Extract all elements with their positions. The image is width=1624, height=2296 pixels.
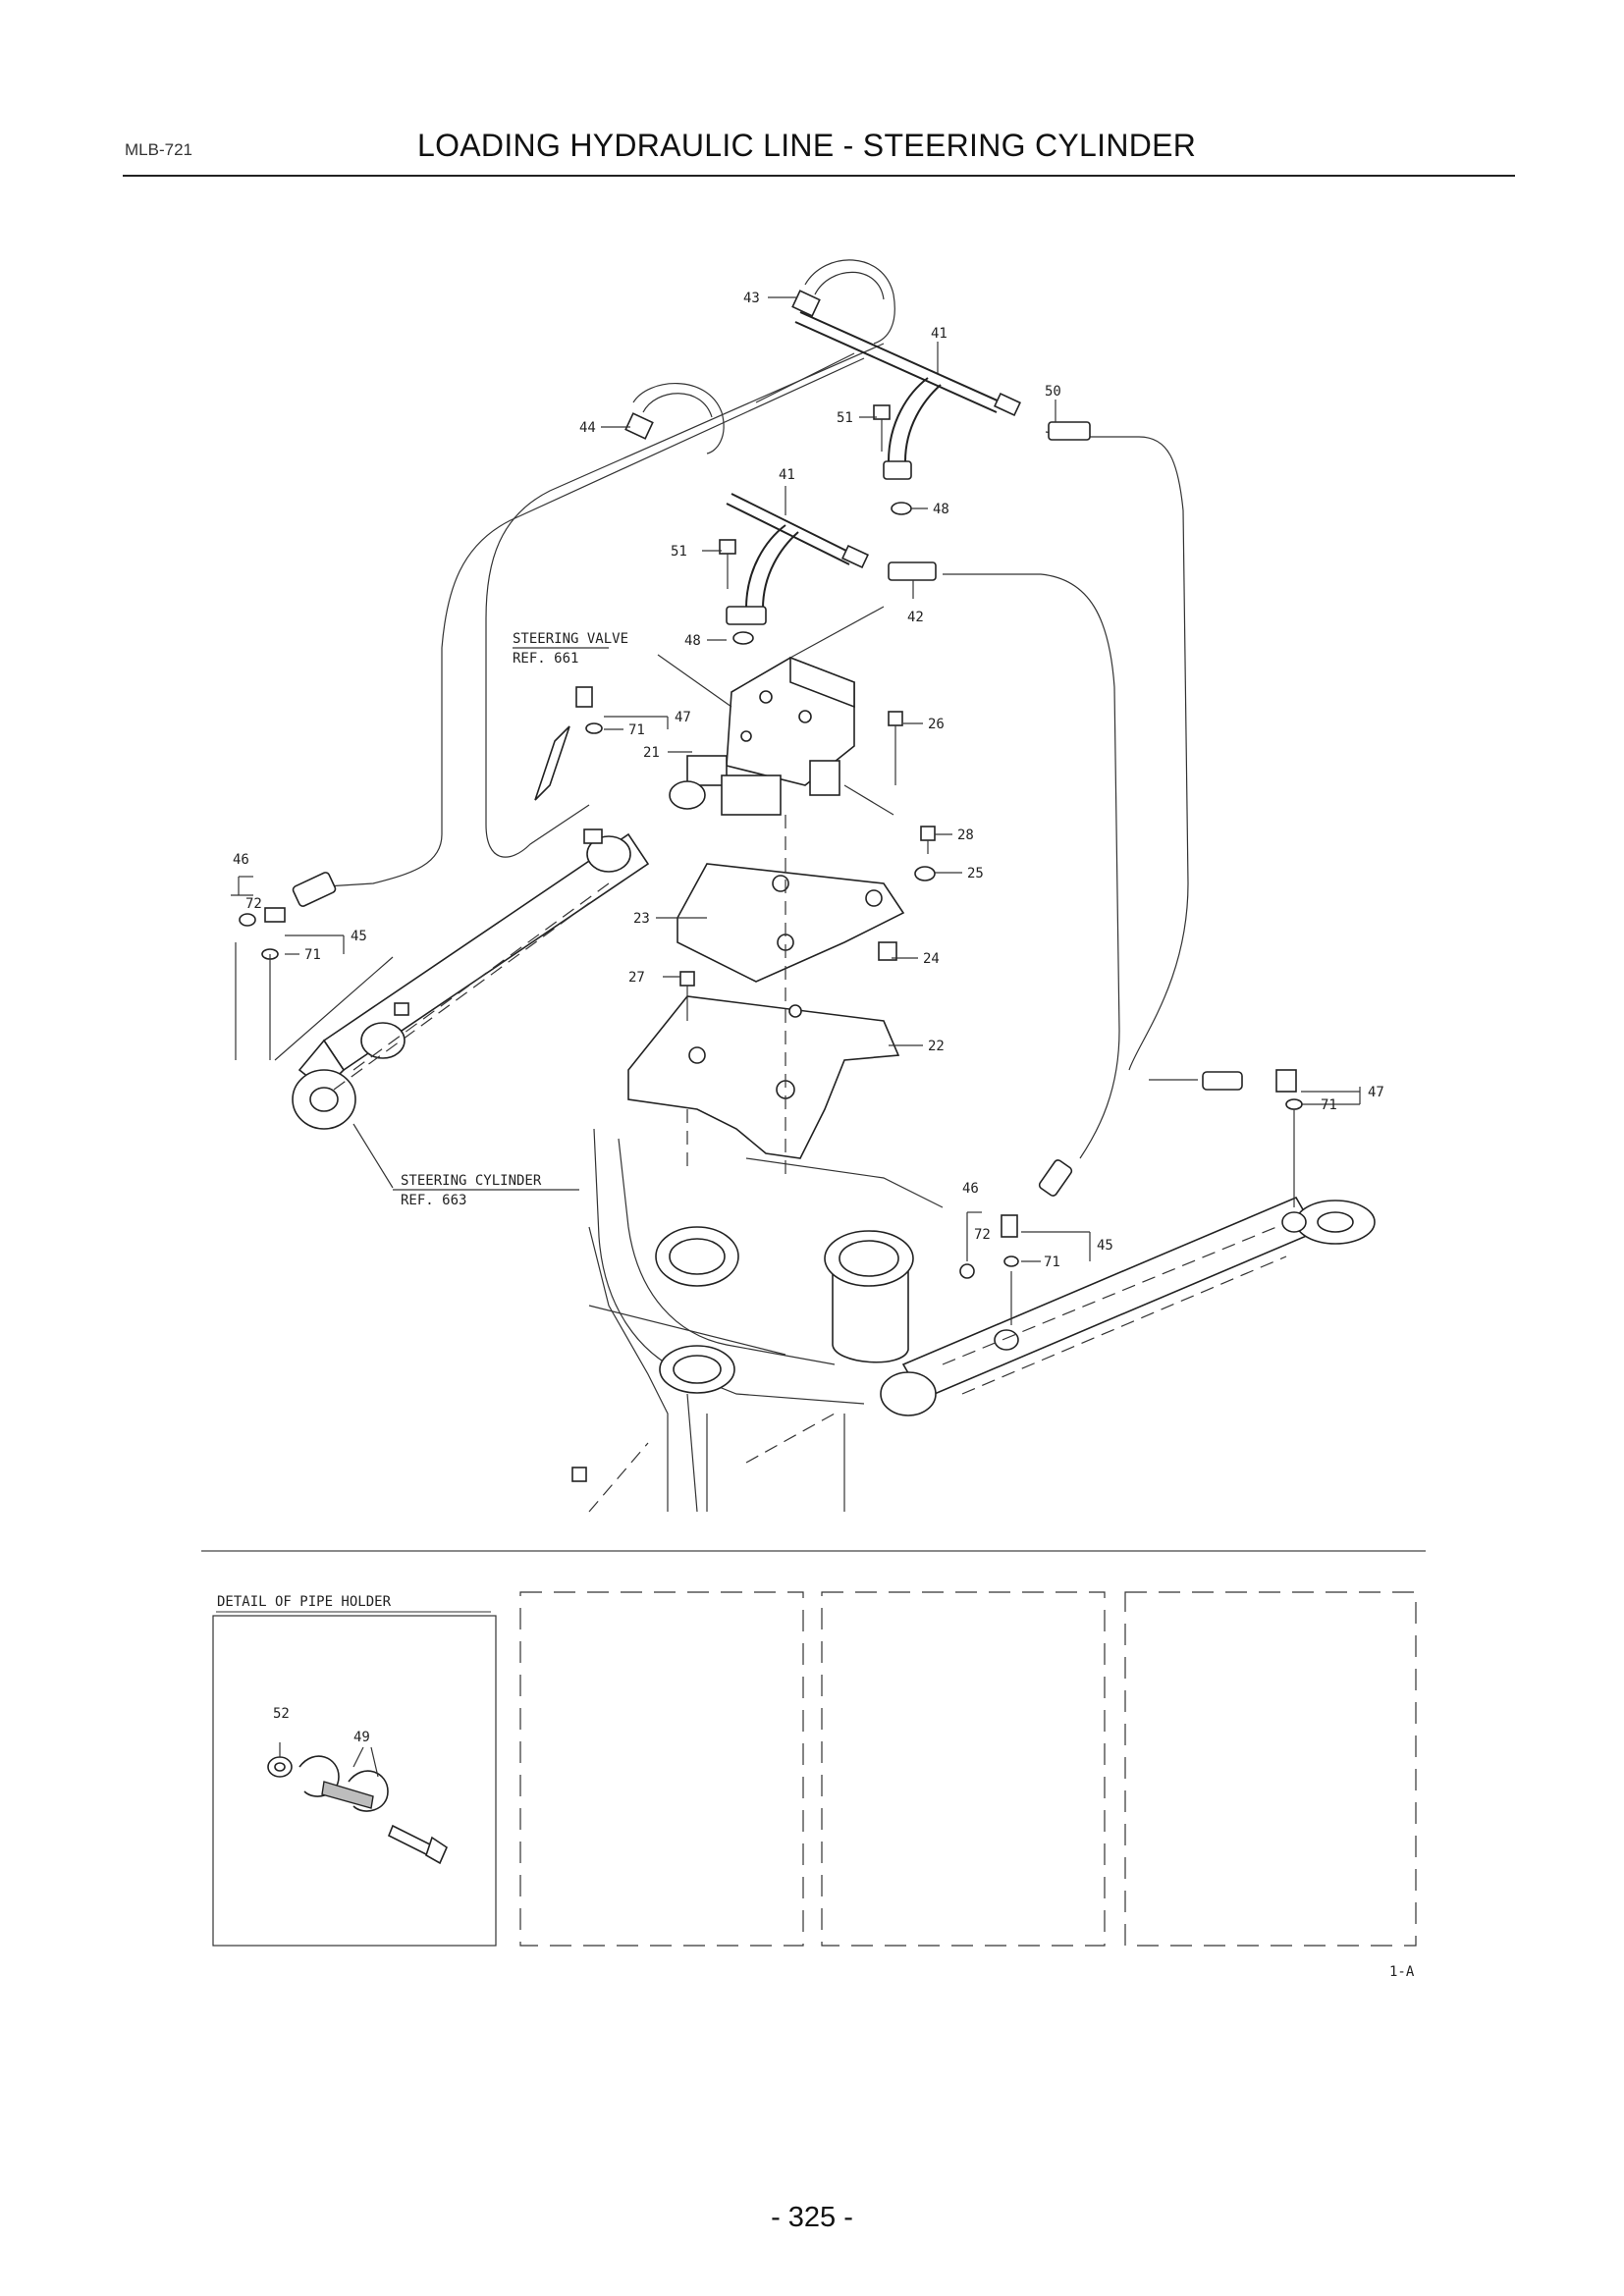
label-72-left: 72 [245, 896, 262, 912]
label-51-mid: 51 [671, 544, 687, 560]
empty-detail-box-2 [821, 1591, 1106, 1947]
label-27: 27 [628, 970, 645, 986]
label-47-valve: 47 [675, 710, 691, 725]
page-title: LOADING HYDRAULIC LINE - STEERING CYLIND… [417, 128, 1197, 163]
label-48-top: 48 [933, 502, 949, 517]
leader-lines [231, 296, 1361, 1262]
plates [627, 815, 936, 1178]
steering-valve-body [534, 606, 903, 816]
figure-code: 1-A [1389, 1964, 1415, 1980]
header-rule [123, 175, 1515, 177]
document-code: MLB-721 [125, 140, 192, 159]
fittings-upper [624, 290, 1091, 645]
label-41-top: 41 [931, 326, 947, 342]
label-45-left: 45 [351, 929, 367, 944]
label-49: 49 [353, 1730, 370, 1745]
label-46-right: 46 [962, 1181, 979, 1197]
label-23: 23 [633, 911, 650, 927]
hose-assembly-upper [294, 259, 1198, 1159]
steering-cylinder-ref: REF. 663 [401, 1193, 466, 1208]
steering-cylinder-callout: STEERING CYLINDER [401, 1173, 542, 1189]
label-72-right: 72 [974, 1227, 991, 1243]
loader-frame [571, 1128, 944, 1513]
label-25: 25 [967, 866, 984, 881]
label-24: 24 [923, 951, 940, 967]
label-52: 52 [273, 1706, 290, 1722]
label-42: 42 [907, 610, 924, 625]
label-71-right: 71 [1321, 1097, 1337, 1113]
label-50: 50 [1045, 384, 1061, 400]
label-46-left: 46 [233, 852, 249, 868]
label-47-right: 47 [1368, 1085, 1384, 1100]
part-number-labels: 43 41 50 44 51 41 48 51 42 48 47 71 21 2… [233, 291, 1384, 1745]
label-48-mid: 48 [684, 633, 701, 649]
steering-cylinder-right [880, 1069, 1376, 1416]
label-21: 21 [643, 745, 660, 761]
page-number: - 325 - [771, 2202, 853, 2233]
empty-detail-box-1 [519, 1591, 804, 1947]
label-71-left: 71 [304, 947, 321, 963]
label-28: 28 [957, 828, 974, 843]
label-51-top: 51 [837, 410, 853, 426]
label-71-right-low: 71 [1044, 1255, 1060, 1270]
label-45-right: 45 [1097, 1238, 1113, 1254]
label-44: 44 [579, 420, 596, 436]
empty-detail-box-3 [1124, 1591, 1417, 1947]
steering-cylinder-left [235, 828, 650, 1189]
steering-valve-ref: REF. 661 [513, 651, 578, 667]
label-41-mid: 41 [779, 467, 795, 483]
steering-valve-callout: STEERING VALVE [513, 631, 628, 647]
label-22: 22 [928, 1039, 945, 1054]
detail-title: DETAIL OF PIPE HOLDER [217, 1594, 392, 1610]
label-26: 26 [928, 717, 945, 732]
label-71-valve: 71 [628, 722, 645, 738]
detail-pipe-holder [212, 1611, 497, 1947]
label-43: 43 [743, 291, 760, 306]
